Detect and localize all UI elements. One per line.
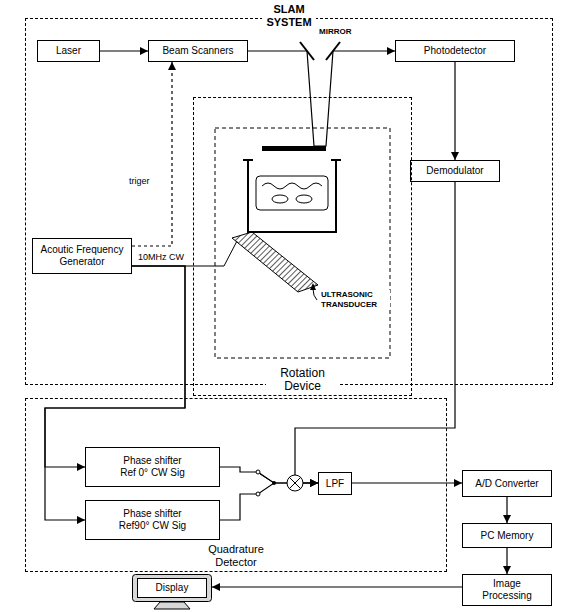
- node-text: Demodulator: [426, 165, 483, 177]
- signal-line: [506, 548, 507, 574]
- signal-line: [212, 586, 462, 587]
- node-text: Photodetector: [424, 45, 486, 57]
- signal-line: [132, 62, 172, 246]
- region-title: Quadrature Detector: [194, 543, 278, 569]
- node-text: Display: [156, 582, 189, 594]
- sample: [272, 195, 288, 203]
- node-text: Ref90° CW Sig: [119, 520, 186, 532]
- process-box: LPF: [318, 472, 352, 495]
- process-box: Photodetector: [395, 40, 515, 62]
- signal-line: [248, 51, 395, 146]
- sample-holder: [256, 176, 328, 210]
- node-text: Image Processing: [467, 578, 547, 602]
- switch-contact: [256, 470, 260, 474]
- monitor-bezel: [133, 575, 212, 602]
- switch-pivot: [272, 481, 276, 485]
- signal-line: [100, 50, 148, 51]
- leader-arrowhead: [310, 283, 316, 290]
- node-text: Laser: [56, 45, 81, 57]
- signal-line: [352, 482, 462, 483]
- process-box: Acoutic Frequency Generator: [32, 238, 132, 274]
- part-label: ULTRASONIC TRANSDUCER: [320, 290, 390, 310]
- edge-label: 10MHz CW: [137, 252, 185, 262]
- switch-contact: [256, 492, 260, 496]
- dashed-region: Rotation Device: [193, 97, 412, 396]
- node-text: Ref 0° CW Sig: [120, 467, 185, 479]
- switch-lever: [260, 474, 274, 483]
- signal-line: [506, 497, 507, 523]
- leader-line: [313, 289, 317, 300]
- node-text: A/D Converter: [475, 478, 538, 490]
- ultrasonic-transducer: [232, 232, 318, 292]
- process-box: Phase shifterRef 0° CW Sig: [85, 447, 220, 487]
- process-box: Beam Scanners: [148, 40, 248, 62]
- transducer-wire: [193, 241, 237, 266]
- sample-window: [262, 146, 326, 151]
- process-box: PC Memory: [462, 523, 552, 548]
- node-text: Phase shifter: [123, 508, 181, 520]
- process-box: Phase shifterRef90° CW Sig: [85, 500, 220, 540]
- process-box: Image Processing: [462, 574, 552, 606]
- sample: [296, 195, 312, 203]
- node-text: Beam Scanners: [162, 45, 233, 57]
- mixer-symbol: [287, 475, 303, 491]
- dashed-region: Phase shifterRef 0° CW SigPhase shifterR…: [25, 398, 447, 572]
- monitor-icon: Display: [132, 574, 212, 610]
- process-box: Demodulator: [410, 160, 500, 182]
- part-label: MIRROR: [318, 27, 352, 37]
- process-box: A/D Converter: [462, 470, 552, 497]
- node-text: Phase shifter: [123, 455, 181, 467]
- dashed-region: Laser Beam Scanners PhotodetectorAcoutic F…: [25, 18, 553, 385]
- edge-label: triger: [128, 176, 151, 186]
- region-title: Rotation Device: [266, 367, 340, 393]
- water-tank: [243, 160, 341, 232]
- node-text: Acoutic Frequency Generator: [37, 244, 127, 268]
- node-text: LPF: [326, 478, 344, 490]
- monitor-stand: [154, 602, 190, 609]
- node-text: PC Memory: [481, 530, 534, 542]
- signal-line: [295, 182, 455, 483]
- inner-housing: [215, 128, 390, 358]
- sample: [262, 183, 322, 189]
- region-title: SLAM SYSTEM: [262, 3, 316, 29]
- signal-line: [45, 266, 185, 467]
- signal-line: [220, 467, 318, 483]
- monitor-screen: [138, 579, 207, 598]
- signal-line: [220, 483, 318, 520]
- signal-line: [454, 62, 455, 160]
- mixer-symbol: [289, 477, 300, 488]
- process-box: Laser: [37, 40, 100, 62]
